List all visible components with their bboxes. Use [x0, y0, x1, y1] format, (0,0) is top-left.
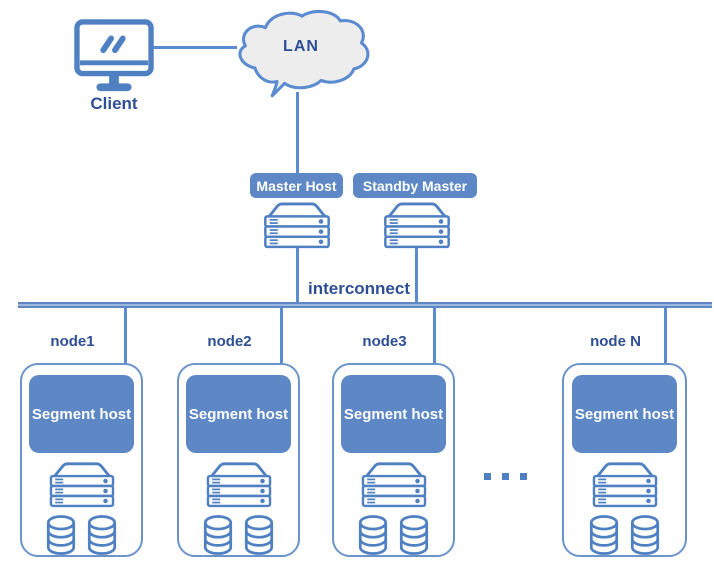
interconnect-bus	[18, 302, 712, 308]
lan-master-connector	[296, 92, 299, 174]
node1-label: node1	[50, 333, 95, 350]
bus-nodeN-connector	[664, 307, 667, 364]
master-bus-connector	[296, 248, 299, 304]
node1-box: Segment host	[20, 363, 143, 557]
database-icon	[202, 515, 234, 555]
database-icon	[243, 515, 275, 555]
database-icon	[45, 515, 77, 555]
standby-master-badge: Standby Master	[353, 173, 477, 198]
database-group	[588, 515, 661, 555]
client-label: Client	[90, 94, 138, 113]
standby-server-icon	[377, 201, 457, 249]
database-icon	[398, 515, 430, 555]
segment-host-badge: Segment host	[341, 375, 446, 453]
node2-box: Segment host	[177, 363, 300, 557]
database-icon	[86, 515, 118, 555]
standby-bus-connector	[415, 248, 418, 304]
database-icon	[629, 515, 661, 555]
bus-node3-connector	[433, 307, 436, 364]
segment-host-badge: Segment host	[186, 375, 291, 453]
database-group	[45, 515, 118, 555]
dot	[484, 473, 491, 480]
bus-node2-connector	[280, 307, 283, 364]
interconnect-label: interconnect	[307, 279, 411, 298]
node3-box: Segment host	[332, 363, 455, 557]
node3-label: node3	[362, 333, 407, 350]
ellipsis-dots-icon	[484, 473, 527, 480]
nodeN-label: node N	[590, 333, 641, 350]
master-host-badge: Master Host	[250, 173, 343, 198]
lan-label: LAN	[283, 38, 319, 55]
nodeN-box: Segment host	[562, 363, 687, 557]
client-monitor-icon	[73, 18, 155, 96]
database-icon	[588, 515, 620, 555]
bus-node1-connector	[124, 307, 127, 364]
segment-host-badge: Segment host	[29, 375, 134, 453]
server-icon	[201, 461, 277, 508]
database-group	[357, 515, 430, 555]
server-icon	[44, 461, 120, 508]
client-lan-connector	[153, 46, 237, 49]
database-group	[202, 515, 275, 555]
lan-cloud: LAN	[229, 7, 373, 104]
database-icon	[357, 515, 389, 555]
dot	[502, 473, 509, 480]
server-icon	[587, 461, 663, 508]
segment-host-badge: Segment host	[572, 375, 677, 453]
node2-label: node2	[207, 333, 252, 350]
dot	[520, 473, 527, 480]
master-server-icon	[257, 201, 337, 249]
server-icon	[356, 461, 432, 508]
